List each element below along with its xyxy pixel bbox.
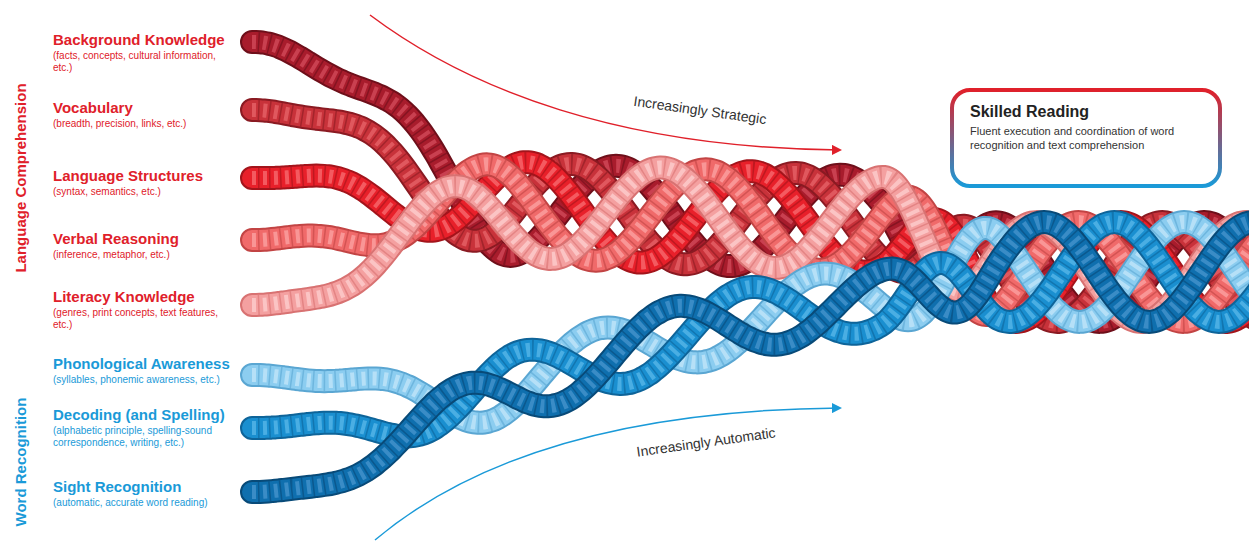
group-label: Word Recognition	[12, 398, 29, 527]
box-body: Fluent execution and coordination of wor…	[970, 124, 1202, 152]
arrow-label: Increasingly Strategic	[633, 93, 768, 127]
rope-strand	[252, 222, 1249, 423]
strategic-arrow	[370, 15, 840, 150]
strand-body	[252, 222, 1249, 492]
strand-heading: Sight Recognition	[53, 478, 253, 496]
strand-heading: Language Structures	[53, 167, 253, 185]
strand-note: (breadth, precision, links, etc.)	[53, 118, 243, 130]
strand-heading: Background Knowledge	[53, 31, 253, 49]
box-heading: Skilled Reading	[970, 102, 1202, 122]
result-box: Skilled ReadingFluent execution and coor…	[950, 88, 1222, 188]
strand-note: (syllables, phonemic awareness, etc.)	[53, 374, 248, 386]
strand-outline	[252, 222, 1249, 423]
strand-body	[252, 222, 1249, 423]
strand-twist	[252, 222, 1249, 492]
rope-strands	[252, 42, 1249, 492]
strand-heading: Decoding (and Spelling)	[53, 406, 253, 424]
strand-heading: Literacy Knowledge	[53, 288, 253, 306]
rope-strand	[252, 222, 1249, 492]
strand-heading: Vocabulary	[53, 99, 253, 117]
strand-heading: Verbal Reasoning	[53, 230, 253, 248]
strand-twist-shadow	[252, 222, 1249, 423]
strand-note: (genres, print concepts, text features, …	[53, 307, 223, 331]
strand-note: (automatic, accurate word reading)	[53, 497, 248, 509]
strand-twist-shadow	[252, 222, 1249, 492]
strand-note: (alphabetic principle, spelling-sound co…	[53, 425, 238, 449]
arrow-label: Increasingly Automatic	[636, 424, 777, 459]
strand-outline	[252, 222, 1249, 492]
strand-twist	[252, 222, 1249, 423]
strand-note: (inference, metaphor, etc.)	[53, 249, 243, 261]
group-label: Language Comprehension	[12, 83, 29, 272]
strand-note: (facts, concepts, cultural information, …	[53, 50, 223, 74]
box-border	[952, 90, 1220, 186]
strand-heading: Phonological Awareness	[53, 355, 253, 373]
strand-note: (syntax, semantics, etc.)	[53, 186, 243, 198]
